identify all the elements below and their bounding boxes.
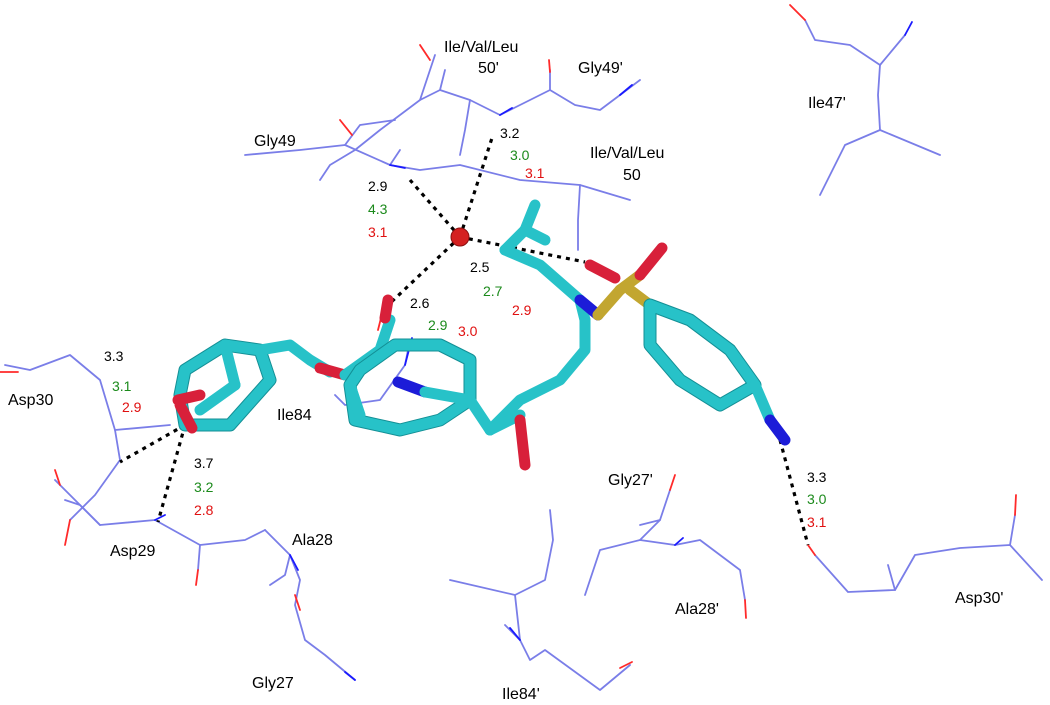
dist-thf-asp30-1: 3.3 [104, 348, 124, 364]
distance-labels: 2.9 4.3 3.1 3.2 3.0 3.1 2.5 2.7 2.9 2.6 … [104, 125, 827, 530]
dist-thf-asp29-1: 3.7 [194, 455, 214, 471]
hbond-thf-asp29 [156, 424, 187, 523]
label-gly49p: Gly49' [578, 60, 623, 77]
label-ala28p: Ala28' [675, 601, 719, 618]
water-molecule [450, 227, 470, 247]
protein-residues [0, 4, 1043, 691]
label-gly27p: Gly27' [608, 472, 653, 489]
label-ile84: Ile84 [277, 407, 312, 424]
hbond-water-sulfonyl [459, 235, 586, 264]
dist-water-ligand-2: 2.9 [428, 317, 448, 333]
residue-ilevalleu-50p [319, 44, 641, 181]
label-ilevalleu-50-1: Ile/Val/Leu [590, 145, 664, 162]
dist-aniline-asp30p-1: 3.3 [807, 469, 827, 485]
dist-water-sulfonyl-3: 2.9 [512, 302, 532, 318]
dist-water-sulfonyl-1: 2.5 [470, 259, 490, 275]
dist-thf-asp29-2: 3.2 [194, 479, 214, 495]
dist-thf-asp30-2: 3.1 [112, 378, 132, 394]
ligand [172, 199, 791, 471]
hydrogen-bonds [119, 137, 810, 546]
dist-water-gly49-3: 3.1 [368, 224, 388, 240]
residue-asp30 [0, 354, 171, 546]
residue-gly27p [584, 474, 747, 619]
dist-water-sulfonyl-2: 2.7 [483, 283, 503, 299]
hbond-thf-asp30 [119, 423, 186, 464]
dist-water-ligand-1: 2.6 [410, 295, 430, 311]
dist-water-ile50p-1: 3.2 [500, 125, 520, 141]
residue-asp30p [807, 494, 1043, 593]
dist-water-ile50p-3: 3.1 [525, 165, 545, 181]
dist-water-ile50p-2: 3.0 [510, 147, 530, 163]
label-ile84p: Ile84' [502, 686, 540, 703]
label-ilevalleu-50p-1: Ile/Val/Leu [444, 39, 518, 56]
dist-water-gly49-2: 4.3 [368, 201, 388, 217]
dist-aniline-asp30p-2: 3.0 [807, 491, 827, 507]
dist-water-ligand-3: 3.0 [458, 323, 478, 339]
label-ile47p: Ile47' [808, 95, 846, 112]
dist-aniline-asp30p-3: 3.1 [807, 514, 827, 530]
label-ilevalleu-50p-2: 50' [478, 60, 499, 77]
ligand-core [343, 314, 591, 471]
dist-water-gly49-1: 2.9 [368, 178, 388, 194]
ligand-aniline-ring [643, 298, 791, 446]
hbond-aniline-asp30p [778, 439, 810, 546]
residue-gly49 [244, 119, 631, 251]
dist-thf-asp30-3: 2.9 [122, 399, 142, 415]
label-ilevalleu-50-2: 50 [623, 167, 641, 184]
hbond-water-gly49 [408, 178, 462, 239]
residue-ile47p [789, 4, 941, 196]
residue-ala28 [264, 529, 356, 681]
hbond-water-ile50p [458, 137, 494, 238]
label-asp30p: Asp30' [955, 590, 1003, 607]
residue-ile84p [449, 509, 633, 691]
label-asp30: Asp30 [8, 392, 53, 409]
label-gly27: Gly27 [252, 675, 294, 692]
residue-labels: Ile/Val/Leu 50' Gly49' Ile47' Gly49 Ile/… [8, 39, 1003, 703]
residue-asp29 [54, 469, 266, 586]
ligand-thf-ring [172, 338, 277, 434]
ligand-sulfonyl [584, 242, 668, 321]
label-ala28: Ala28 [292, 532, 333, 549]
label-gly49: Gly49 [254, 133, 296, 150]
dist-thf-asp29-3: 2.8 [194, 502, 214, 518]
label-asp29: Asp29 [110, 543, 155, 560]
